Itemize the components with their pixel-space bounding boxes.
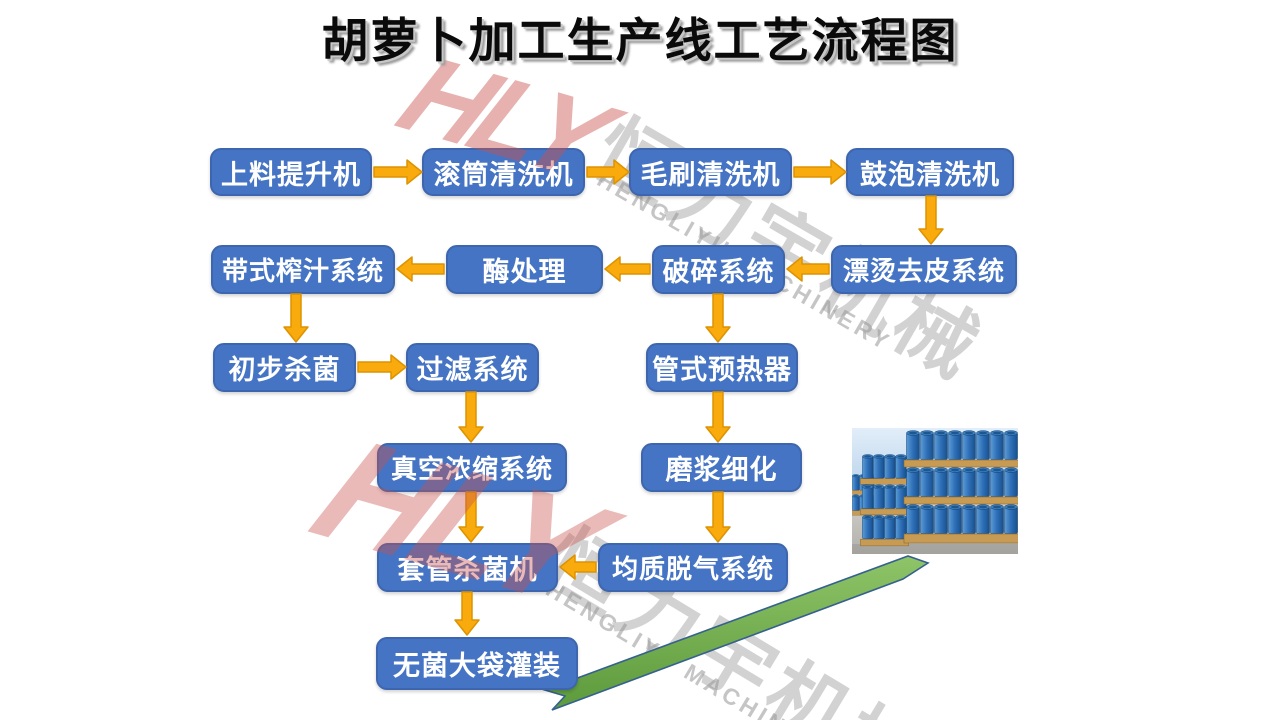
- arrow-down-2: [283, 293, 309, 343]
- arrow-right-3: [793, 159, 847, 185]
- node-pulping-refining: 磨浆细化: [641, 443, 802, 492]
- node-drum-washer: 滚筒清洗机: [422, 148, 585, 196]
- node-belt-juicing-system: 带式榨汁系统: [211, 245, 395, 294]
- node-aseptic-bag-filling: 无菌大袋灌装: [376, 637, 578, 690]
- arrow-left-2: [604, 256, 651, 282]
- arrow-left-3: [396, 256, 445, 282]
- node-enzyme-treatment: 酶处理: [446, 245, 603, 294]
- arrow-down-3: [705, 293, 731, 343]
- page-title: 胡萝卜加工生产线工艺流程图: [321, 14, 959, 67]
- product-drums-photo: [852, 428, 1018, 554]
- node-preliminary-sterilization: 初步杀菌: [213, 343, 356, 392]
- arrow-right-1: [373, 159, 423, 185]
- arrow-right-4: [357, 354, 407, 380]
- node-homogenizing-degassing: 均质脱气系统: [598, 543, 788, 592]
- node-filtration-system: 过滤系统: [406, 343, 539, 392]
- node-crushing-system: 破碎系统: [652, 245, 785, 294]
- photo-drum-stack-mid: [860, 454, 909, 547]
- arrow-down-1: [918, 195, 944, 245]
- node-feeding-hoist: 上料提升机: [210, 148, 372, 196]
- node-vacuum-concentration: 真空浓缩系统: [377, 443, 567, 492]
- arrow-down-7: [705, 491, 731, 543]
- photo-drum-stack-main: [903, 430, 1018, 544]
- arrow-down-5: [705, 391, 731, 443]
- node-bubble-washer: 鼓泡清洗机: [846, 148, 1014, 196]
- node-brush-washer: 毛刷清洗机: [629, 148, 792, 196]
- node-tube-sterilizer: 套管杀菌机: [377, 543, 558, 592]
- node-blanching-peeling: 漂烫去皮系统: [831, 245, 1017, 294]
- node-tubular-preheater: 管式预热器: [646, 343, 798, 392]
